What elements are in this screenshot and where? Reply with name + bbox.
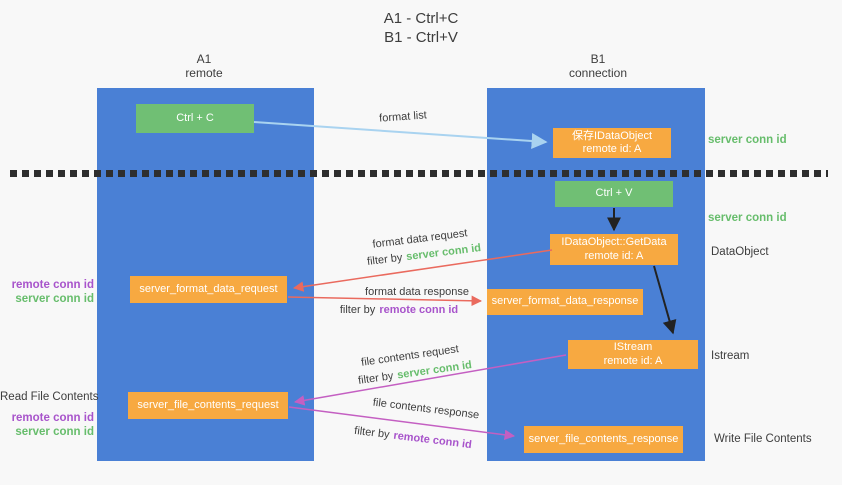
lane-b1-name: B1 — [590, 52, 606, 66]
node-getdata-line1: IDataObject::GetData — [561, 236, 667, 248]
label-group-conn-ids-upper-left: remote conn id server conn id — [0, 278, 94, 306]
node-file-response-label: server_file_contents_response — [528, 432, 679, 445]
title-line-1: A1 - Ctrl+C — [383, 10, 459, 27]
remote-conn-id-text: remote conn id — [392, 429, 473, 452]
label-write-file-contents: Write File Contents — [714, 433, 812, 445]
label-format-list: format list — [378, 109, 428, 125]
lane-a1-role: remote — [185, 66, 223, 80]
node-istream-line1: IStream — [613, 341, 653, 353]
title-line-2: B1 - Ctrl+V — [384, 29, 458, 46]
copy-paste-divider-line — [10, 170, 828, 177]
label-istream: Istream — [711, 350, 750, 362]
lane-a1-name: A1 — [196, 52, 212, 66]
label-server-conn-id-lower-left: server conn id — [15, 426, 94, 438]
node-save-idataobject: 保存IDataObject remote id: A — [553, 128, 671, 158]
filter-by-text: filter by — [357, 370, 395, 387]
remote-conn-id-text: remote conn id — [379, 304, 459, 316]
label-dataobject: DataObject — [711, 246, 769, 258]
filter-by-text: filter by — [366, 251, 404, 268]
filter-by-text: filter by — [339, 304, 376, 316]
node-ctrl-v-label: Ctrl + V — [595, 187, 633, 200]
lane-header-b1: B1 connection — [498, 52, 698, 80]
label-server-conn-id-mid-right: server conn id — [708, 212, 787, 224]
label-server-conn-id-upper-left: server conn id — [15, 293, 94, 305]
label-read-file-contents: Read File Contents — [0, 391, 99, 403]
node-istream-line2: remote id: A — [603, 354, 663, 367]
node-server-format-data-request: server_format_data_request — [130, 276, 287, 303]
node-istream: IStream remote id: A — [568, 340, 698, 369]
node-ctrl-c-label: Ctrl + C — [176, 111, 214, 124]
node-server-file-contents-request: server_file_contents_request — [128, 392, 288, 419]
node-file-request-label: server_file_contents_request — [137, 398, 279, 411]
node-ctrl-v: Ctrl + V — [555, 181, 673, 207]
node-idataobject-getdata: IDataObject::GetData remote id: A — [550, 234, 678, 265]
node-format-request-label: server_format_data_request — [139, 282, 278, 295]
label-file-contents-response: file contents response — [372, 396, 480, 422]
label-format-data-response: format data response — [365, 286, 469, 298]
lane-header-a1: A1 remote — [104, 52, 304, 80]
node-format-response-label: server_format_data_response — [491, 295, 639, 308]
node-save-idataobject-line1: 保存IDataObject — [571, 129, 653, 142]
node-save-idataobject-line2: remote id: A — [582, 143, 642, 155]
filter-by-text: filter by — [353, 424, 391, 442]
node-ctrl-c: Ctrl + C — [136, 104, 254, 133]
label-remote-conn-id-upper-left: remote conn id — [11, 279, 94, 291]
label-group-conn-ids-lower-left: remote conn id server conn id — [0, 411, 94, 439]
label-remote-conn-id-lower-left: remote conn id — [11, 412, 94, 424]
node-server-file-contents-response: server_file_contents_response — [524, 426, 683, 453]
server-conn-id-text: server conn id — [396, 359, 473, 382]
node-server-format-data-response: server_format_data_response — [487, 289, 643, 315]
lane-b1-role: connection — [568, 66, 628, 80]
node-getdata-line2: remote id: A — [584, 249, 644, 262]
diagram-title: A1 - Ctrl+C B1 - Ctrl+V — [0, 9, 842, 47]
label-server-conn-id-top-right: server conn id — [708, 134, 787, 146]
